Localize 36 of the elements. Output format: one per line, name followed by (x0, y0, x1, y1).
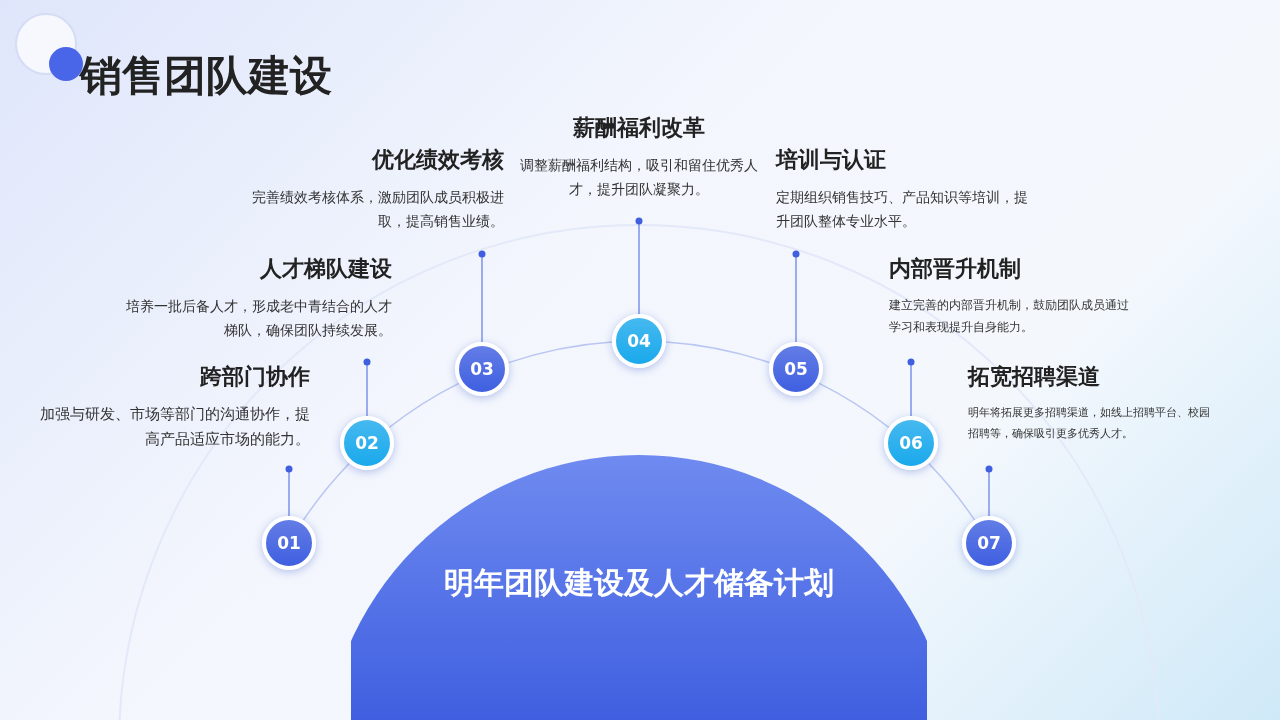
slide-title: 销售团队建设 (80, 50, 332, 102)
step-number-circle: 06 (884, 416, 938, 470)
leader-line (985, 465, 993, 517)
item-heading: 人才梯队建设 (260, 255, 392, 283)
item-heading: 培训与认证 (776, 146, 886, 174)
item-heading: 拓宽招聘渠道 (968, 363, 1100, 391)
panel-title: 明年团队建设及人才储备计划 (444, 564, 834, 602)
item-description: 培养一批后备人才，形成老中青结合的人才梯队，确保团队持续发展。 (125, 297, 392, 340)
arc-connector (928, 462, 976, 521)
leader-line (907, 358, 915, 417)
item-description: 完善绩效考核体系，激励团队成员积极进取，提高销售业绩。 (251, 188, 504, 231)
arc-connector (302, 462, 350, 521)
arc-connector (388, 382, 460, 429)
step-number-circle: 01 (262, 516, 316, 570)
item-heading: 薪酬福利改革 (573, 114, 705, 142)
item-heading: 跨部门协作 (200, 363, 310, 391)
step-number-circle: 04 (612, 314, 666, 368)
step-number-circle: 02 (340, 416, 394, 470)
item-heading: 内部晋升机制 (889, 255, 1021, 283)
step-number-circle: 03 (455, 342, 509, 396)
arc-connector (818, 382, 890, 429)
item-description: 明年将拓展更多招聘渠道，如线上招聘平台、校园招聘等，确保吸引更多优秀人才。 (968, 405, 1211, 442)
arc-connector (665, 341, 771, 364)
leader-line (792, 250, 800, 343)
step-number-circle: 07 (962, 516, 1016, 570)
item-description: 建立完善的内部晋升机制，鼓励团队成员通过学习和表现提升自身能力。 (889, 297, 1129, 336)
leader-line (635, 217, 643, 315)
leader-line (363, 358, 371, 417)
leader-line (285, 465, 293, 517)
arc-connector (507, 341, 613, 364)
item-description: 定期组织销售技巧、产品知识等培训，提升团队整体专业水平。 (776, 188, 1029, 231)
item-description: 加强与研发、市场等部门的沟通协作，提高产品适应市场的能力。 (40, 404, 310, 450)
step-number-circle: 05 (769, 342, 823, 396)
leader-line (478, 250, 486, 343)
item-heading: 优化绩效考核 (372, 146, 504, 174)
item-description: 调整薪酬福利结构，吸引和留住优秀人才，提升团队凝聚力。 (519, 156, 759, 199)
